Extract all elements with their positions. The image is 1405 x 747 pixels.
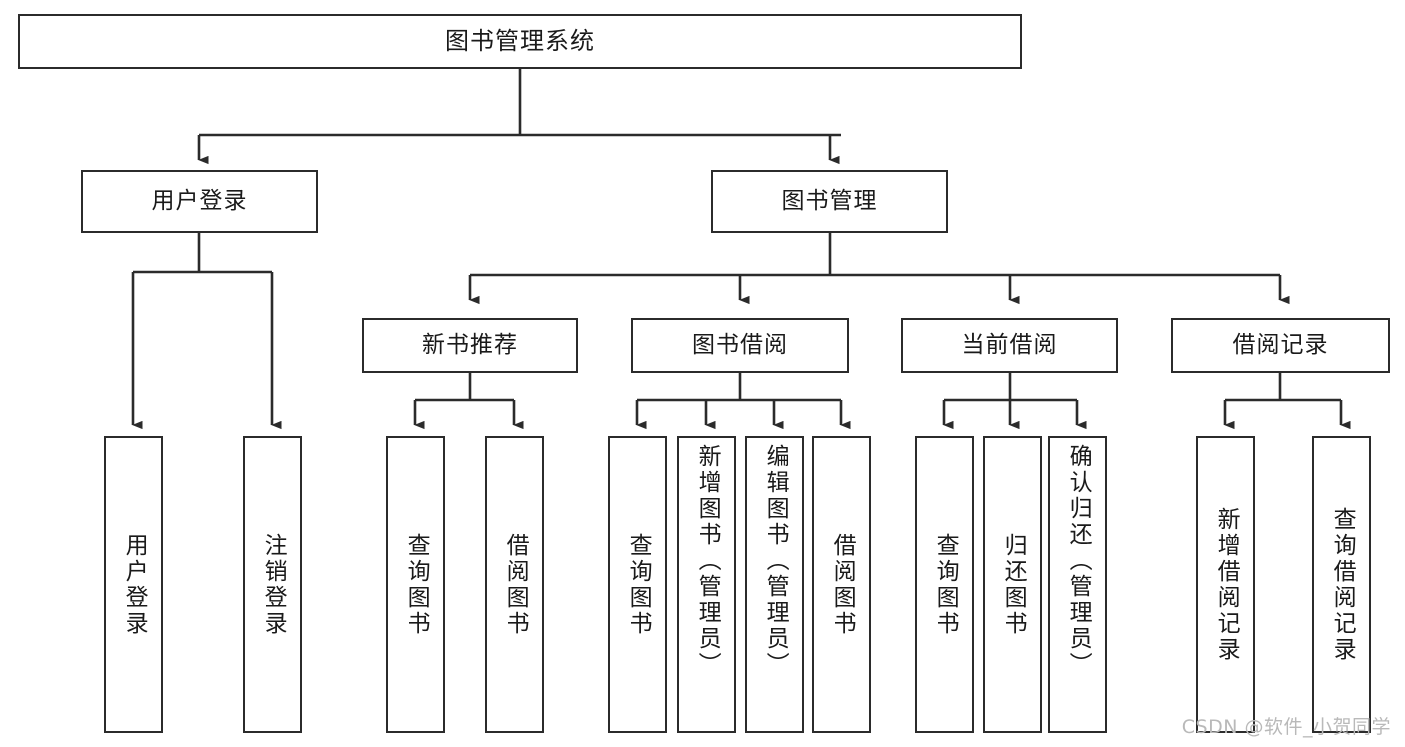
node-label: 查询图书: [625, 532, 652, 637]
node-leaf-edit-book-admin[interactable]: 编辑图书（管理员）: [745, 436, 804, 733]
node-label: 用户登录: [151, 187, 248, 214]
node-label: 借阅图书: [502, 532, 529, 637]
node-leaf-query-borrow-record[interactable]: 查询借阅记录: [1312, 436, 1371, 733]
node-label: 借阅图书: [829, 532, 856, 637]
node-leaf-confirm-return-admin[interactable]: 确认归还（管理员）: [1048, 436, 1107, 733]
node-leaf-user-login[interactable]: 用户登录: [104, 436, 163, 733]
node-user-login[interactable]: 用户登录: [81, 170, 318, 233]
node-book-borrowing[interactable]: 图书借阅: [631, 318, 849, 373]
node-leaf-borrow-book[interactable]: 借阅图书: [812, 436, 871, 733]
node-leaf-add-borrow-record[interactable]: 新增借阅记录: [1196, 436, 1255, 733]
node-label: 图书借阅: [692, 331, 788, 358]
node-label: 新增图书（管理员）: [694, 444, 721, 678]
node-leaf-add-book-admin[interactable]: 新增图书（管理员）: [677, 436, 736, 733]
node-label: 用户登录: [121, 532, 148, 637]
node-label: 查询借阅记录: [1329, 506, 1356, 663]
node-leaf-query-book-borrowing[interactable]: 查询图书: [608, 436, 667, 733]
node-root-book-management-system[interactable]: 图书管理系统: [18, 14, 1022, 69]
node-label: 当前借阅: [961, 331, 1058, 358]
node-label: 新书推荐: [422, 331, 518, 358]
node-label: 借阅记录: [1232, 331, 1329, 358]
node-leaf-borrow-book-recommendation[interactable]: 借阅图书: [485, 436, 544, 733]
node-leaf-logout[interactable]: 注销登录: [243, 436, 302, 733]
node-current-borrowing[interactable]: 当前借阅: [901, 318, 1118, 373]
node-label: 查询图书: [932, 532, 959, 637]
node-label: 新增借阅记录: [1213, 506, 1240, 663]
node-label: 查询图书: [403, 532, 430, 637]
watermark-text: CSDN @软件_小贺同学: [1181, 716, 1391, 738]
node-label: 编辑图书（管理员）: [762, 444, 789, 678]
node-leaf-query-book-current[interactable]: 查询图书: [915, 436, 974, 733]
node-label: 确认归还（管理员）: [1065, 444, 1092, 678]
node-label: 注销登录: [260, 532, 287, 637]
node-leaf-return-book[interactable]: 归还图书: [983, 436, 1042, 733]
node-leaf-query-book-recommendation[interactable]: 查询图书: [386, 436, 445, 733]
node-label: 图书管理系统: [445, 27, 595, 56]
node-label: 归还图书: [1000, 532, 1027, 637]
node-new-book-recommendation[interactable]: 新书推荐: [362, 318, 578, 373]
node-borrowing-record[interactable]: 借阅记录: [1171, 318, 1390, 373]
node-label: 图书管理: [781, 187, 878, 214]
node-book-management[interactable]: 图书管理: [711, 170, 948, 233]
